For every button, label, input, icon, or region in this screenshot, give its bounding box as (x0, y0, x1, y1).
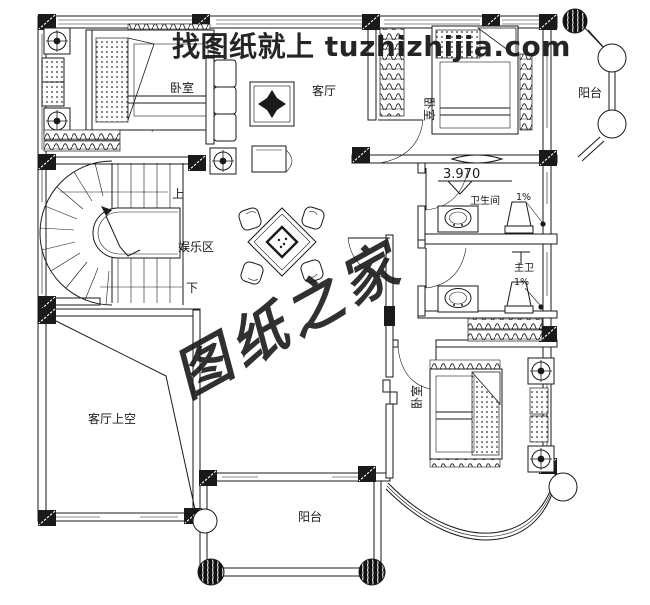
living-room-furniture (205, 57, 295, 175)
plant-symbol (258, 90, 286, 118)
room-label-bedroom-bottom-right: 卧室 (409, 385, 424, 409)
watermark-banner: 找图纸就上 tuzhizhijia.com (172, 30, 571, 63)
nightstand (527, 357, 555, 385)
bed-bottom-right (429, 357, 555, 473)
round-column (197, 558, 225, 586)
master-bath-fixtures (437, 251, 544, 342)
room-label-bedroom-top-right: 卧室 (422, 97, 437, 121)
nightstands-top-left (41, 27, 121, 152)
spiral-staircase (39, 160, 184, 306)
slope-mark-bathroom: 1% (516, 192, 531, 203)
slope-mark-master: 1% (514, 277, 529, 288)
round-column (548, 472, 578, 502)
round-column (358, 558, 386, 586)
void-diagonal-line (45, 315, 197, 515)
room-label-balcony-right: 阳台 (578, 85, 602, 100)
round-column (597, 109, 627, 139)
curved-bay-wall (192, 469, 578, 586)
round-column (597, 43, 627, 73)
round-column (192, 508, 218, 534)
chair (300, 259, 324, 283)
wardrobe (467, 317, 543, 330)
balcony-right-structure (562, 8, 627, 162)
bed-top-right (379, 25, 533, 135)
wall-columns (37, 13, 558, 527)
room-label-master-bath: 主卫 (514, 262, 534, 274)
shower-symbol (512, 251, 530, 264)
chair (240, 261, 264, 285)
room-label-bathroom: 卫生间 (470, 194, 500, 207)
chair (301, 206, 325, 230)
wardrobe (379, 27, 405, 117)
room-label-living-room: 客厅 (312, 83, 336, 98)
bed-top-left (85, 23, 215, 131)
game-table (238, 206, 325, 285)
elevation-mark: 3.970 (443, 167, 480, 182)
room-label-balcony-bottom: 阳台 (298, 509, 322, 524)
bathroom-fixtures (437, 180, 546, 234)
room-label-bedroom-top-left: 卧室 (170, 80, 194, 95)
room-label-living-void: 客厅上空 (88, 411, 136, 426)
round-column (562, 8, 588, 34)
room-label-entertainment: 娱乐区 (178, 240, 214, 254)
floor-fixture (209, 147, 237, 175)
stair-up-label: 上 (172, 187, 184, 201)
chair (238, 207, 262, 231)
stair-down-label: 下 (186, 281, 198, 295)
